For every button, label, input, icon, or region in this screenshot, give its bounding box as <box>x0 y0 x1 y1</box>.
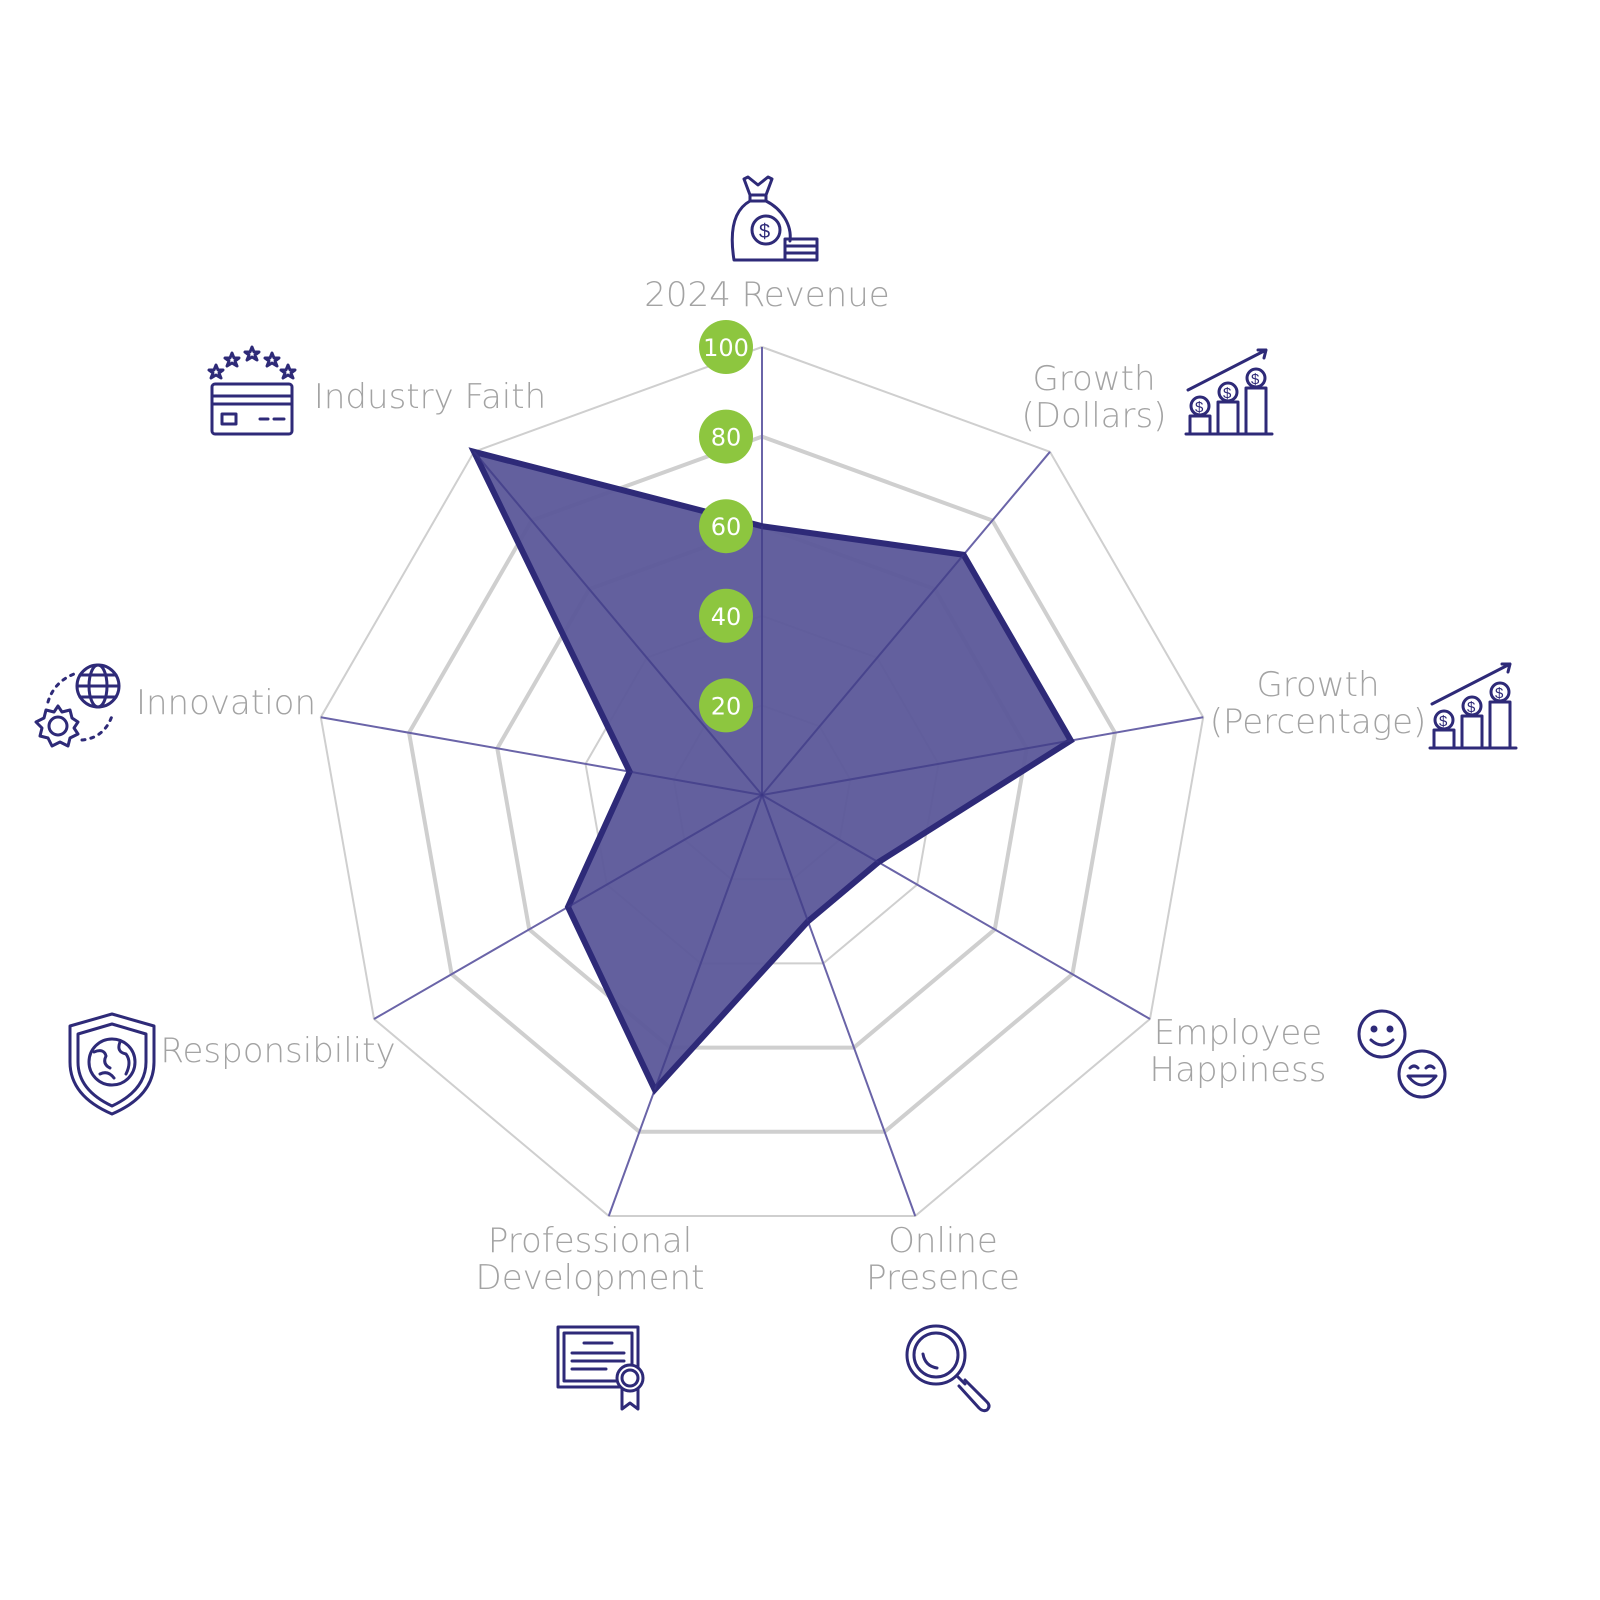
tick-badge-60 <box>699 499 753 554</box>
spoke-inner <box>473 451 763 796</box>
axis-label: Growth <box>1032 359 1155 399</box>
axis-label: Responsibility <box>160 1031 395 1071</box>
money-bag-icon: $ <box>730 175 819 262</box>
data-area <box>468 447 1075 1096</box>
globe-gear-icon <box>34 663 121 748</box>
svg-text:$: $ <box>759 221 770 243</box>
axis-label: (Dollars) <box>1022 396 1167 436</box>
tick-label: 80 <box>711 424 742 452</box>
axis-label: Growth <box>1256 665 1379 705</box>
tick-label: 100 <box>703 334 749 362</box>
axis-label: Innovation <box>136 683 316 723</box>
spoke-inner <box>761 739 1072 796</box>
axis-icons: $ $ $ $ $ $ $ <box>34 175 1518 1413</box>
svg-text:$: $ <box>1223 385 1232 402</box>
tick-badge-100 <box>699 320 753 374</box>
svg-text:$: $ <box>1439 713 1448 730</box>
axis-label: Happiness <box>1150 1050 1327 1090</box>
tick-label: 40 <box>711 603 742 631</box>
svg-text:$: $ <box>1467 699 1476 716</box>
spoke-inner <box>761 794 879 864</box>
spoke-inner <box>653 794 763 1091</box>
growth-dollars-icon: $ $ $ <box>1184 348 1274 436</box>
series-area <box>468 447 1075 1096</box>
axis-label: Employee <box>1154 1013 1322 1053</box>
tick-labels: 20 40 60 80 100 <box>699 320 753 733</box>
tick-label: 20 <box>711 692 742 720</box>
magnifier-icon <box>905 1324 991 1413</box>
spoke-inner <box>761 794 809 922</box>
tick-badge-40 <box>699 588 753 643</box>
axis-label: Online <box>888 1221 998 1261</box>
tick-label: 60 <box>711 513 742 541</box>
svg-text:$: $ <box>1495 685 1504 702</box>
tick-badge-80 <box>699 409 753 464</box>
certificate-icon <box>556 1325 645 1411</box>
spoke-inner <box>567 794 763 908</box>
growth-percentage-icon: $ $ $ <box>1428 662 1518 750</box>
axis-label: Development <box>476 1258 705 1298</box>
axis-label: Professional <box>488 1221 692 1261</box>
spoke-inner <box>761 554 965 796</box>
axis-label: 2024 Revenue <box>644 275 889 315</box>
shield-globe-icon <box>68 1012 156 1116</box>
axis-label: Industry Faith <box>314 377 546 417</box>
tick-badge-20 <box>699 678 753 733</box>
axis-label: Presence <box>866 1258 1020 1298</box>
svg-text:$: $ <box>1251 371 1260 388</box>
grid-ring-80 <box>406 434 1118 1134</box>
axis-labels: 2024 RevenueGrowth(Dollars)Growth(Percen… <box>136 275 1426 1298</box>
grid-ring-100 <box>319 345 1205 1217</box>
happy-faces-icon <box>1357 1009 1447 1099</box>
axis-label: (Percentage) <box>1210 702 1427 742</box>
svg-text:$: $ <box>1195 399 1204 416</box>
credit-card-stars-icon <box>207 345 297 436</box>
spoke-inner <box>629 770 763 796</box>
